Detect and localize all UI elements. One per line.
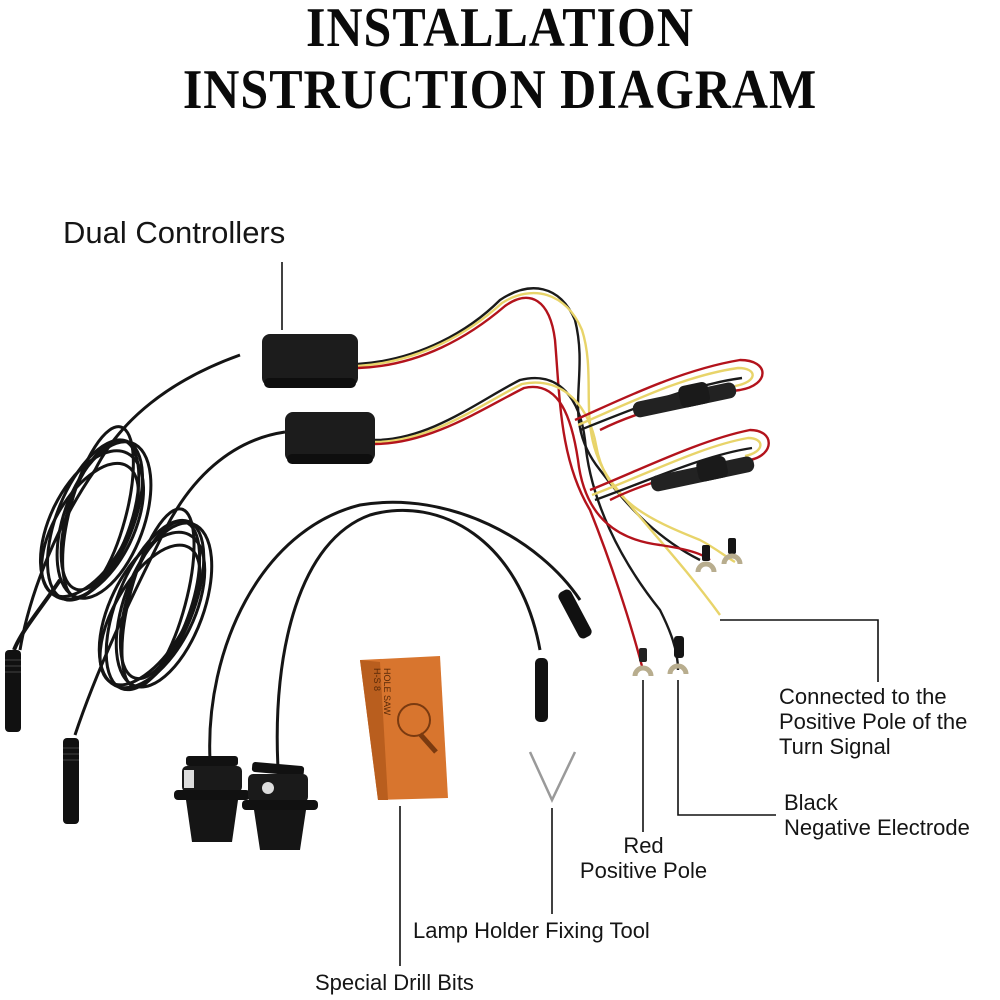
controller-2: [285, 412, 375, 464]
leader-turn-signal: [720, 619, 879, 682]
label-red-wire-line2: Positive Pole: [579, 858, 708, 883]
lamp-cable-2-connector: [535, 658, 548, 722]
terminal-upper-1: [695, 545, 717, 573]
leader-black-wire: [677, 680, 776, 816]
label-black-wire-line2: Negative Electrode: [784, 815, 970, 840]
drill-box-print: HOLE SAW H-S 8: [292, 668, 392, 715]
title-line-1: INSTALLATION: [305, 0, 695, 59]
title-line-2: INSTRUCTION DIAGRAM: [182, 57, 818, 121]
terminal-upper-2: [721, 538, 743, 565]
fuse-holder-1: [632, 382, 737, 418]
drill-box-print-line2: H-S 8: [372, 668, 382, 692]
lamp-cable-2: [275, 508, 542, 769]
controller-1: [262, 334, 358, 388]
coiled-cable-2: [73, 430, 286, 736]
terminal-black: [667, 636, 689, 675]
lamp-holder-1: [174, 756, 250, 842]
fuse-holder-2: [650, 456, 755, 492]
label-drill-bits: Special Drill Bits: [315, 970, 474, 995]
lamp-holder-2: [242, 762, 318, 850]
lamp-cable-1-connector: [558, 589, 592, 639]
label-red-wire: Red Positive Pole: [566, 833, 721, 883]
lamp-cable-1: [208, 500, 582, 761]
terminal-red: [632, 648, 654, 677]
leader-lines: [281, 262, 879, 966]
fixing-tool-icon: [528, 751, 577, 803]
label-black-wire: Black Negative Electrode: [784, 790, 970, 840]
drill-bits-box: [360, 656, 448, 800]
drill-box-print-line1: HOLE SAW: [382, 668, 392, 715]
cable-connector-2: [63, 738, 79, 824]
label-turn-signal-line2: Positive Pole of the: [779, 709, 968, 734]
label-fixing-tool: Lamp Holder Fixing Tool: [413, 918, 650, 943]
label-turn-signal-line1: Connected to the: [779, 684, 947, 709]
cable-connector-1: [5, 650, 21, 732]
label-black-wire-line1: Black: [784, 790, 838, 815]
controller-2-wires: [374, 377, 736, 671]
label-dual-controllers: Dual Controllers: [63, 215, 286, 250]
label-red-wire-line1: Red: [623, 833, 664, 858]
coiled-cable-1: [12, 353, 241, 651]
label-turn-signal: Connected to the Positive Pole of the Tu…: [779, 684, 967, 759]
label-turn-signal-line3: Turn Signal: [779, 734, 891, 759]
